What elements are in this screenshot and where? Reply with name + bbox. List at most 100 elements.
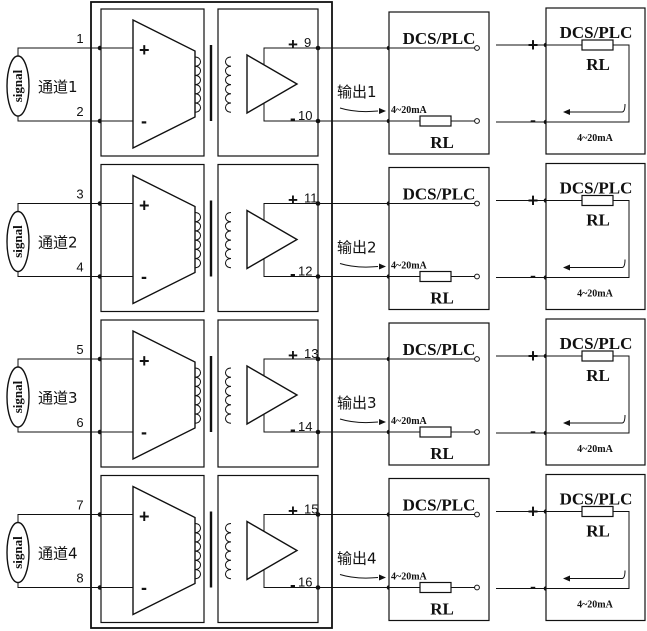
signal-label: signal: [10, 380, 25, 413]
input-positive-pin: 5: [76, 342, 83, 357]
input-positive-pin: 7: [76, 498, 83, 513]
signal-label: signal: [10, 69, 25, 102]
current-direction-arrow: [566, 570, 626, 579]
dcs-plc-label: DCS/PLC: [403, 340, 476, 359]
load-resistor: [581, 350, 614, 362]
transformer-primary-coil: [194, 56, 202, 113]
amp-plus-sign: +: [139, 507, 150, 527]
output-positive-wire: [263, 47, 318, 65]
load-resistor-label: RL: [430, 289, 454, 308]
current-arrow-head: [379, 108, 386, 114]
module-inner-wire: [546, 113, 630, 123]
dcs-plc-module-a: [388, 477, 490, 622]
active-minus-sign: -: [530, 266, 536, 286]
input-positive-pin: 3: [76, 187, 83, 202]
signal-label: signal: [10, 225, 25, 258]
signal-label: signal: [10, 536, 25, 569]
input-amplifier-symbol: [132, 329, 196, 461]
module-inner-wire: [613, 511, 630, 580]
output-minus-sign: -: [290, 576, 296, 595]
output-negative-pin: 12: [298, 264, 312, 279]
input-negative-wire: [17, 427, 100, 433]
dcs-plc-label: DCS/PLC: [560, 490, 633, 509]
current-arrow-head: [379, 263, 386, 270]
load-resistor: [581, 39, 614, 51]
output-negative-wire: [263, 569, 318, 588]
current-arrow-head: [379, 419, 386, 425]
load-resistor: [419, 115, 452, 127]
amp-minus-sign: -: [141, 578, 147, 598]
input-positive-pin: 1: [76, 31, 83, 46]
dcs-plc-label: DCS/PLC: [560, 23, 633, 42]
output-amplifier-block: [217, 319, 319, 468]
current-arrow-head: [563, 264, 570, 271]
output-amplifier-block: [217, 163, 319, 313]
input-negative-wire: [17, 582, 100, 588]
open-terminal: [474, 511, 480, 518]
output-amplifier-block: [217, 8, 319, 157]
amp-minus-sign: -: [141, 111, 147, 131]
input-amplifier-block: [100, 474, 205, 624]
input-channel-label: 通道1: [38, 78, 78, 96]
current-direction-arrow: [339, 263, 379, 268]
dcs-plc-module-a: [388, 11, 490, 155]
output-channel-label: 输出1: [337, 83, 377, 101]
current-direction-arrow: [339, 418, 379, 424]
module-inner-wire: [546, 579, 630, 589]
output-negative-pin: 14: [298, 419, 312, 434]
load-resistor-label: RL: [586, 211, 610, 230]
transformer-primary-coil: [194, 212, 202, 269]
output-amplifier-symbol: [246, 209, 299, 270]
transformer-secondary-coil: [224, 367, 232, 424]
open-terminal: [474, 118, 480, 124]
load-resistor: [581, 194, 614, 207]
input-positive-wire: [17, 47, 100, 56]
module-inner-wire: [613, 200, 630, 269]
input-amplifier-block: [100, 319, 205, 468]
current-direction-arrow: [339, 574, 379, 579]
output-negative-wire: [263, 103, 318, 122]
current-direction-arrow: [566, 103, 626, 113]
output-amplifier-symbol: [246, 364, 299, 426]
input-amplifier-symbol: [132, 485, 196, 616]
input-negative-pin: 2: [76, 104, 83, 119]
output-positive-pin: 15: [304, 502, 318, 517]
active-plus-sign: +: [528, 35, 539, 55]
open-terminal: [474, 45, 480, 51]
active-plus-sign: +: [528, 346, 539, 366]
output-negative-pin: 10: [298, 108, 312, 123]
output-amplifier-block: [217, 474, 319, 624]
active-plus-sign: +: [528, 502, 539, 522]
output-positive-wire: [263, 358, 318, 376]
amp-plus-sign: +: [139, 40, 150, 60]
current-direction-arrow: [339, 107, 379, 113]
transformer-secondary-coil: [224, 523, 232, 580]
input-amplifier-symbol: [132, 174, 196, 305]
open-terminal: [474, 200, 480, 207]
current-range-label: 4~20mA: [577, 600, 614, 611]
load-resistor-label: RL: [586, 522, 610, 541]
current-direction-arrow: [566, 259, 626, 268]
current-range-label: 4~20mA: [391, 416, 428, 427]
input-channel-label: 通道3: [38, 389, 78, 407]
output-positive-pin: 13: [304, 346, 318, 361]
output-positive-pin: 9: [304, 35, 311, 50]
input-channel-label: 通道2: [38, 234, 78, 252]
active-minus-sign: -: [530, 421, 536, 441]
amp-minus-sign: -: [141, 422, 147, 442]
current-range-label: 4~20mA: [391, 261, 428, 272]
open-terminal: [474, 429, 480, 435]
output-negative-pin: 16: [298, 575, 312, 590]
transformer-primary-coil: [194, 367, 202, 424]
load-resistor: [581, 505, 614, 518]
open-terminal: [474, 584, 480, 591]
transformer-primary-coil: [194, 523, 202, 580]
input-negative-pin: 8: [76, 571, 83, 586]
module-inner-wire: [613, 355, 630, 424]
open-terminal: [474, 273, 480, 280]
dcs-plc-label: DCS/PLC: [560, 334, 633, 353]
dcs-plc-label: DCS/PLC: [403, 29, 476, 48]
active-minus-sign: -: [530, 110, 536, 130]
